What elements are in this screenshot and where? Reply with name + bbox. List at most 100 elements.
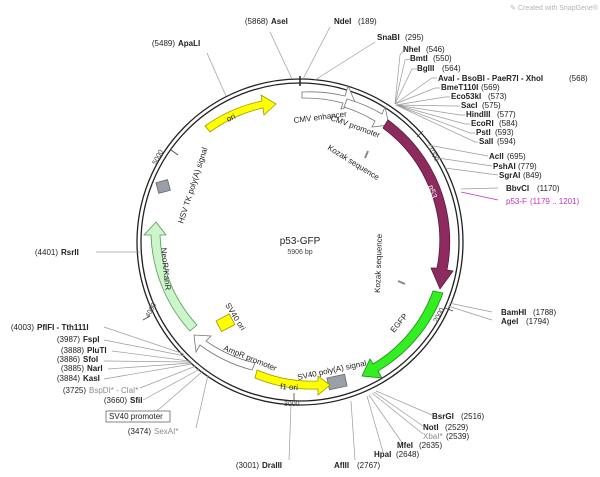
kozak-label-2: Kozak sequence (373, 233, 384, 293)
svg-text:(2635): (2635) (419, 441, 442, 450)
svg-text:Eco53kI: Eco53kI (451, 92, 481, 101)
watermark-text: Created with SnapGene® (518, 4, 599, 12)
svg-text:(550): (550) (433, 54, 452, 63)
svg-text:(695): (695) (507, 152, 526, 161)
svg-text:BspDI* - ClaI*: BspDI* - ClaI* (89, 386, 138, 395)
site-avai-bsobi-paer7i-xhoi[interactable]: AvaI - BsoBI - PaeR7I - XhoI (568) (438, 74, 588, 83)
svg-text:(569): (569) (481, 83, 500, 92)
site-saci[interactable]: SacI (575) (461, 101, 501, 110)
svg-text:AvaI - BsoBI - PaeR7I - XhoI: AvaI - BsoBI - PaeR7I - XhoI (438, 74, 543, 83)
feature-sv40-promoter-tag[interactable]: SV40 promoter (105, 410, 171, 423)
svg-text:FspI: FspI (83, 335, 99, 344)
svg-text:AseI: AseI (271, 17, 288, 26)
site-sfoi[interactable]: (3886) SfoI (57, 355, 98, 364)
site-nari[interactable]: (3885) NarI (61, 364, 103, 373)
svg-text:MfeI: MfeI (397, 441, 413, 450)
site-pshai[interactable]: PshAI (779) (493, 162, 537, 171)
svg-text:(2539): (2539) (446, 432, 469, 441)
primer-p53-f[interactable]: p53-F (1179 .. 1201) (506, 197, 580, 206)
feature-ampr-promoter[interactable] (193, 334, 256, 371)
feature-f1-ori[interactable] (254, 369, 331, 396)
site-fspi[interactable]: (3987) FspI (57, 335, 100, 344)
site-hindiii[interactable]: HindIII (577) (466, 110, 516, 119)
svg-text:AflII: AflII (334, 461, 349, 470)
svg-text:HindIII: HindIII (466, 110, 490, 119)
svg-text:KasI: KasI (83, 374, 100, 383)
feature-cmv-promoter[interactable] (343, 98, 390, 128)
site-bsrgi[interactable]: BsrGI (2516) (432, 412, 484, 421)
svg-text:EcoRI: EcoRI (471, 119, 494, 128)
svg-text:(3884): (3884) (57, 374, 80, 383)
hsv-tk-polya-label: HSV TK poly(A) signal (176, 146, 209, 225)
feature-p53[interactable] (382, 119, 454, 290)
svg-text:(1788): (1788) (533, 308, 556, 317)
site-apali[interactable]: (5489) ApaLI (152, 39, 200, 48)
svg-text:BglII: BglII (417, 64, 434, 73)
svg-text:(593): (593) (495, 128, 514, 137)
site-pflfi-tth111i[interactable]: (4003) PflFI - Tth111I (11, 323, 89, 332)
svg-text:BamHI: BamHI (501, 308, 526, 317)
tick-1000: 1000 (426, 146, 440, 163)
site-snabi[interactable]: SnaBI (295) (377, 33, 424, 42)
svg-text:(3987): (3987) (57, 335, 80, 344)
feature-hsv-tk-polya[interactable] (155, 179, 171, 194)
neor-kanr-label: NeoR/KanR (159, 247, 172, 291)
site-eco53ki[interactable]: Eco53kI (573) (451, 92, 507, 101)
feature-neor-kanr[interactable] (143, 221, 198, 332)
site-nhei[interactable]: NheI (546) (403, 45, 445, 54)
site-sali[interactable]: SalI (594) (479, 137, 516, 146)
site-draiii[interactable]: (3001) DraIII (236, 461, 282, 470)
svg-text:SfoI: SfoI (83, 355, 98, 364)
site-bspdi-clai[interactable]: (3725) BspDI* - ClaI* (63, 386, 138, 395)
svg-text:(3660): (3660) (104, 396, 127, 405)
svg-text:AgeI: AgeI (501, 317, 518, 326)
svg-text:NarI: NarI (87, 364, 103, 373)
site-ecori[interactable]: EcoRI (584) (471, 119, 518, 128)
tick-marks (142, 130, 454, 401)
site-bmti[interactable]: BmtI (550) (410, 54, 452, 63)
site-hpai[interactable]: HpaI (2648) (374, 450, 419, 459)
site-noti[interactable]: NotI (2529) (423, 423, 468, 432)
site-bglii[interactable]: BglII (564) (417, 64, 461, 73)
site-sgrai[interactable]: SgrAI (849) (499, 171, 542, 180)
site-pluti[interactable]: (3888) PluTI (61, 346, 107, 355)
svg-text:SalI: SalI (479, 137, 493, 146)
svg-text:PstI: PstI (476, 128, 491, 137)
svg-text:(3886): (3886) (57, 355, 80, 364)
svg-text:NheI: NheI (403, 45, 420, 54)
svg-text:BbvCI: BbvCI (506, 184, 529, 193)
site-asei[interactable]: (5868) AseI (245, 17, 288, 26)
p53-label: p53 (426, 184, 439, 200)
feature-sv40-ori[interactable] (215, 313, 236, 333)
svg-text:BmtI: BmtI (410, 54, 428, 63)
site-kasi[interactable]: (3884) KasI (57, 374, 100, 383)
site-bbvci[interactable]: BbvCI (1170) (506, 184, 560, 193)
svg-text:DraIII: DraIII (262, 461, 282, 470)
site-xbai[interactable]: XbaI* (2539) (423, 432, 469, 441)
feature-sv40-polya[interactable] (326, 373, 348, 391)
site-ndei[interactable]: NdeI (189) (334, 17, 377, 26)
site-rsrii[interactable]: (4401) RsrII (35, 248, 79, 257)
site-acli[interactable]: AclI (695) (489, 152, 526, 161)
ori-label: ori (225, 112, 237, 124)
site-bmet110i[interactable]: BmeT110I (569) (441, 83, 500, 92)
site-agei[interactable]: AgeI (1794) (501, 317, 549, 326)
site-sfii[interactable]: (3660) SfiI (104, 396, 143, 405)
site-mfei[interactable]: MfeI (2635) (397, 441, 442, 450)
svg-text:PshAI: PshAI (493, 162, 516, 171)
svg-text:PflFI - Tth111I: PflFI - Tth111I (37, 323, 89, 332)
kozak-mark-1 (364, 150, 369, 159)
feature-egfp[interactable] (361, 290, 444, 379)
site-bamhi[interactable]: BamHI (1788) (501, 308, 556, 317)
feature-ori[interactable] (204, 94, 277, 133)
site-sexai[interactable]: (3474) SexAI* (128, 427, 179, 436)
site-leaders (96, 26, 499, 461)
svg-text:SV40 promoter: SV40 promoter (109, 412, 163, 421)
svg-text:BsrGI: BsrGI (432, 412, 454, 421)
kozak-label-1: Kozak sequence (326, 143, 381, 182)
site-psti[interactable]: PstI (593) (476, 128, 514, 137)
snapgene-logo-icon: ✎ (510, 5, 516, 12)
svg-text:SgrAI: SgrAI (499, 171, 520, 180)
site-aflii[interactable]: AflII (2767) (334, 461, 380, 470)
svg-text:(295): (295) (405, 33, 424, 42)
